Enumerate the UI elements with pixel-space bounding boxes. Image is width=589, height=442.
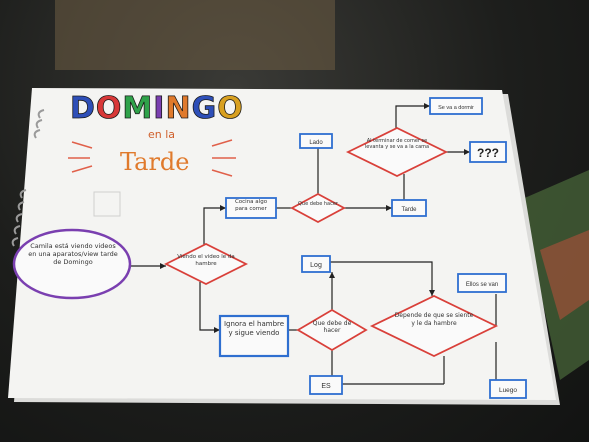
- decision-que-debe: Que debe de hacer: [296, 308, 368, 352]
- subtitle-tarde: Tarde: [120, 148, 190, 176]
- decision-depende-text: Depende de que se siente y le da hambre: [394, 312, 474, 327]
- box-ignora-text: Ignora el hambre y sigue viendo: [223, 320, 285, 337]
- title-letter: O: [217, 91, 244, 126]
- box-unknown: ???: [469, 141, 507, 163]
- decision-que-hacer-text: Que debe hacer: [298, 201, 338, 207]
- box-es: ES: [309, 375, 343, 395]
- decision-hambre: Viendo el video le da hambre: [163, 242, 249, 286]
- decision-depende: Depende de que se siente y le da hambre: [369, 295, 499, 357]
- start-oval: Camila está viendo videos en una aparato…: [12, 228, 132, 300]
- box-dormir: Se va a dormir: [429, 97, 483, 115]
- decision-que-debe-text: Que debe de hacer: [312, 320, 352, 334]
- box-dormir-text: Se va a dormir: [438, 105, 474, 111]
- box-luego: Luego: [489, 379, 527, 399]
- box-luego-text: Luego: [499, 387, 517, 394]
- box-tarde: Tarde: [391, 199, 427, 217]
- box-log-text: Log: [310, 262, 322, 269]
- faint-sketch: [93, 191, 121, 217]
- decision-terminar: Al terminar de comer se levanta y se va …: [345, 126, 449, 178]
- title-letter: N: [165, 91, 191, 126]
- start-text: Camila está viendo videos en una aparato…: [28, 242, 118, 266]
- title-letter: D: [70, 91, 96, 126]
- subtitle-en-la: en la: [148, 128, 175, 141]
- box-ellos-text: Ellos se van: [466, 282, 498, 288]
- title-letter: G: [192, 91, 218, 126]
- box-comida: Cocina algo para comer: [225, 197, 277, 219]
- title-domingo: DOMINGO: [70, 91, 244, 126]
- decoration-rays: [68, 139, 236, 177]
- box-unknown-text: ???: [477, 146, 499, 160]
- box-lado: Lado: [299, 133, 333, 149]
- decision-hambre-text: Viendo el video le da hambre: [177, 254, 235, 267]
- title-letter: M: [122, 91, 153, 126]
- box-log: Log: [301, 255, 331, 273]
- box-es-text: ES: [321, 383, 331, 390]
- title-letter: O: [96, 91, 123, 126]
- background-box: [55, 0, 335, 70]
- box-comida-text: Cocina algo para comer: [234, 199, 268, 212]
- title-letter: I: [153, 91, 165, 126]
- arrowheads: [160, 103, 470, 385]
- box-ignora: Ignora el hambre y sigue viendo: [218, 314, 290, 358]
- box-tarde-text: Tarde: [401, 207, 417, 213]
- decision-terminar-text: Al terminar de comer se levanta y se va …: [364, 138, 430, 150]
- box-ellos: Ellos se van: [457, 273, 507, 293]
- spiral-binding: [11, 109, 45, 247]
- box-lado-text: Lado: [309, 140, 323, 146]
- decision-que-hacer: Que debe hacer: [290, 192, 346, 224]
